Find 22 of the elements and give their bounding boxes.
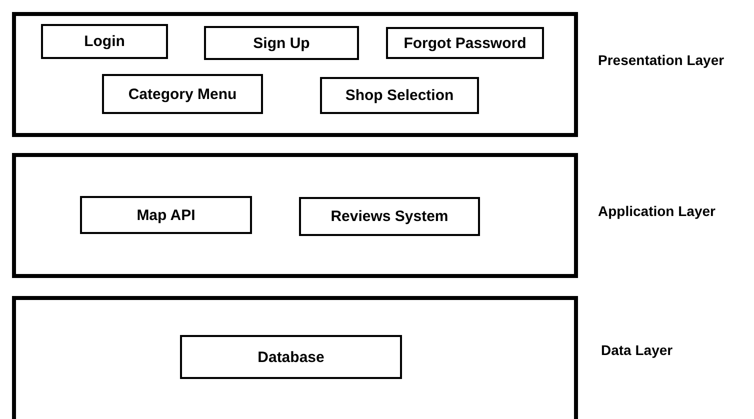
component-box <box>204 26 359 60</box>
component-box <box>299 197 480 236</box>
component-box <box>180 335 402 379</box>
component-label: Sign Up <box>253 34 310 52</box>
layer-box <box>12 153 578 278</box>
layer-label: Data Layer <box>601 342 673 358</box>
component-box <box>41 24 168 59</box>
component-label: Login <box>84 33 125 50</box>
layer-label: Application Layer <box>598 203 716 219</box>
component-label: Database <box>258 348 324 366</box>
component-label: Shop Selection <box>345 87 454 104</box>
layer-box <box>12 12 578 137</box>
component-box <box>386 27 544 59</box>
component-box <box>80 196 252 234</box>
component-box <box>102 74 263 114</box>
layer-label: Presentation Layer <box>598 52 724 68</box>
component-label: Map API <box>136 206 196 224</box>
component-label: Category Menu <box>128 86 237 102</box>
component-box <box>320 77 479 114</box>
layer-box <box>12 296 578 419</box>
component-label: Reviews System <box>330 208 448 225</box>
component-label: Forgot Password <box>404 34 526 52</box>
